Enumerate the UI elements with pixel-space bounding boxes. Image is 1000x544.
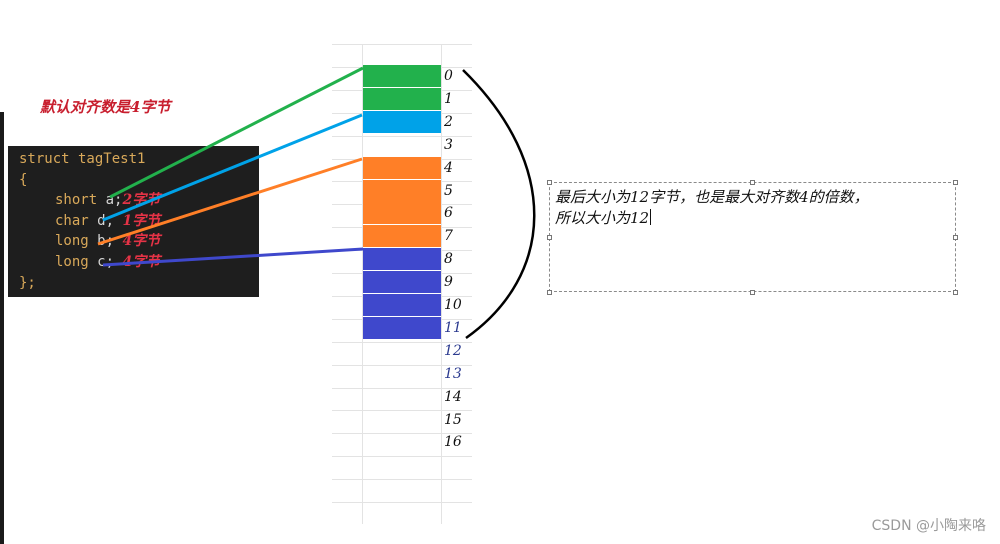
member-separator: , bbox=[105, 212, 115, 229]
member-type: long bbox=[55, 253, 89, 270]
default-alignment-title: 默认对齐数是4字节 bbox=[40, 98, 171, 116]
byte-index-label: 7 bbox=[444, 228, 453, 244]
conclusion-text-box[interactable]: 最后大小为12字节，也是最大对齐数4的倍数， 所以大小为12 bbox=[549, 182, 956, 292]
byte-index-label: 10 bbox=[444, 297, 462, 313]
note-line-2-text: 所以大小为12 bbox=[555, 209, 650, 227]
byte-cell-8 bbox=[363, 248, 441, 270]
member-type: char bbox=[55, 212, 89, 229]
grid-hline bbox=[332, 136, 472, 137]
byte-index-label: 11 bbox=[444, 320, 462, 336]
byte-index-label: 3 bbox=[444, 137, 453, 153]
note-line-2: 所以大小为12 bbox=[555, 208, 951, 229]
left-vertical-rule bbox=[0, 112, 4, 544]
resize-handle-middle-right[interactable] bbox=[953, 235, 958, 240]
byte-index-label: 2 bbox=[444, 114, 453, 130]
member-line-a: short a;2字节 bbox=[19, 190, 259, 211]
byte-index-label: 16 bbox=[444, 434, 462, 450]
member-name: a bbox=[105, 192, 115, 209]
resize-handle-top-left[interactable] bbox=[547, 180, 552, 185]
byte-cell-9 bbox=[363, 271, 441, 293]
connector-b bbox=[97, 157, 363, 246]
grid-hline bbox=[332, 342, 472, 343]
grid-hline bbox=[332, 410, 472, 411]
text-caret bbox=[650, 209, 652, 225]
open-brace-line: { bbox=[19, 171, 28, 188]
byte-cell-4 bbox=[363, 157, 441, 179]
byte-cell-5 bbox=[363, 180, 441, 202]
connector-a bbox=[109, 66, 364, 199]
close-brace-line: }; bbox=[19, 274, 36, 291]
byte-index-label: 5 bbox=[444, 183, 453, 199]
resize-handle-bottom-center[interactable] bbox=[750, 290, 755, 295]
resize-handle-top-right[interactable] bbox=[953, 180, 958, 185]
byte-index-label: 8 bbox=[444, 251, 453, 267]
grid-hline bbox=[332, 44, 472, 45]
grid-hline bbox=[332, 479, 472, 480]
byte-index-label: 14 bbox=[444, 389, 462, 405]
byte-cell-7 bbox=[363, 225, 441, 247]
grid-vline bbox=[362, 44, 363, 524]
member-separator: ; bbox=[114, 192, 123, 209]
member-separator: ; bbox=[105, 253, 115, 270]
resize-handle-bottom-left[interactable] bbox=[547, 290, 552, 295]
byte-index-label: 15 bbox=[444, 412, 462, 428]
byte-cell-2 bbox=[363, 111, 441, 133]
member-type: long bbox=[55, 233, 89, 250]
connector-d bbox=[102, 113, 363, 222]
grid-hline bbox=[332, 388, 472, 389]
byte-index-label: 4 bbox=[444, 160, 453, 176]
struct-header-line: struct tagTest1 bbox=[19, 151, 146, 167]
member-name: d bbox=[97, 212, 106, 229]
grid-vline bbox=[441, 44, 442, 524]
byte-index-label: 9 bbox=[444, 274, 453, 290]
byte-index-label: 13 bbox=[444, 366, 462, 382]
member-name: c bbox=[97, 253, 106, 270]
byte-index-label: 1 bbox=[444, 91, 453, 107]
member-type: short bbox=[55, 192, 98, 209]
grid-hline bbox=[332, 365, 472, 366]
resize-handle-top-center[interactable] bbox=[750, 180, 755, 185]
byte-index-label: 6 bbox=[444, 205, 453, 221]
byte-cell-0 bbox=[363, 65, 441, 87]
grid-hline bbox=[332, 502, 472, 503]
byte-cell-11 bbox=[363, 317, 441, 339]
byte-cell-1 bbox=[363, 88, 441, 110]
byte-index-label: 12 bbox=[444, 343, 462, 359]
byte-cell-6 bbox=[363, 202, 441, 224]
member-size-label: 1字节 bbox=[122, 212, 161, 229]
grid-hline bbox=[332, 456, 472, 457]
code-snippet-panel: struct tagTest1 { short a;2字节 char d, 1字… bbox=[8, 146, 259, 297]
byte-cell-10 bbox=[363, 294, 441, 316]
total-size-brace bbox=[462, 69, 536, 340]
resize-handle-bottom-right[interactable] bbox=[953, 290, 958, 295]
member-size-label: 4字节 bbox=[122, 233, 161, 250]
member-line-d: char d, 1字节 bbox=[19, 211, 259, 232]
watermark: CSDN @小陶来咯 bbox=[871, 518, 986, 534]
note-line-1: 最后大小为12字节，也是最大对齐数4的倍数， bbox=[555, 188, 869, 206]
resize-handle-middle-left[interactable] bbox=[547, 235, 552, 240]
connector-c bbox=[102, 247, 364, 267]
byte-index-label: 0 bbox=[444, 68, 453, 84]
member-size-label: 2字节 bbox=[122, 192, 161, 209]
grid-hline bbox=[332, 433, 472, 434]
